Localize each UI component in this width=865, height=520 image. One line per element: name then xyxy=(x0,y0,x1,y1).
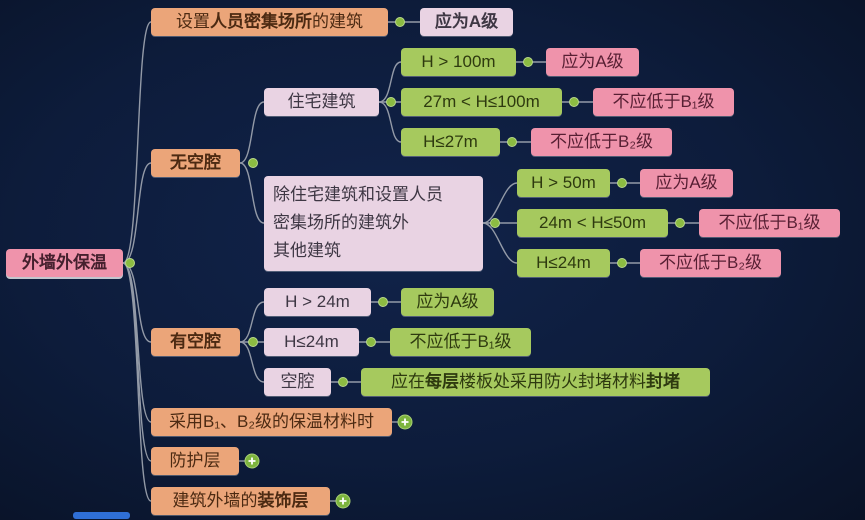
connector-dot[interactable] xyxy=(617,178,627,188)
horizontal-scrollbar[interactable] xyxy=(73,512,130,519)
expand-icon[interactable] xyxy=(335,493,351,509)
node-other-req-2[interactable]: 不应低于B₂级 xyxy=(640,249,781,277)
node-other-cond-1[interactable]: 24m < H≤50m xyxy=(517,209,668,237)
node-res-cond-0[interactable]: H > 100m xyxy=(401,48,516,76)
node-text-bold: 每层 xyxy=(425,372,459,391)
node-res-cond-2[interactable]: H≤27m xyxy=(401,128,500,156)
node-no-cavity[interactable]: 无空腔 xyxy=(151,149,240,177)
node-cavity-req-0[interactable]: 应为A级 xyxy=(401,288,494,316)
connector-dot[interactable] xyxy=(338,377,348,387)
node-res-req-0[interactable]: 应为A级 xyxy=(546,48,639,76)
connector-dot[interactable] xyxy=(248,158,258,168)
node-decorative-layer[interactable]: 建筑外墙的装饰层 xyxy=(151,487,330,515)
connector-dot[interactable] xyxy=(366,337,376,347)
connector-dot[interactable] xyxy=(675,218,685,228)
connector-dots[interactable] xyxy=(125,17,685,387)
node-res-cond-1[interactable]: 27m < H≤100m xyxy=(401,88,562,116)
connector-dot[interactable] xyxy=(386,97,396,107)
connector-dot[interactable] xyxy=(523,57,533,67)
connector-dot[interactable] xyxy=(248,337,258,347)
node-cavity-req-1[interactable]: 不应低于B₁级 xyxy=(390,328,531,356)
node-text: 的建筑 xyxy=(312,12,363,31)
node-other-cond-2[interactable]: H≤24m xyxy=(517,249,610,277)
node-dense-place-building[interactable]: 设置人员密集场所的建筑 xyxy=(151,8,388,36)
node-cavity-space-req[interactable]: 应在每层楼板处采用防火封堵材料封堵 xyxy=(361,368,710,396)
node-text-bold: 装饰层 xyxy=(257,491,309,510)
expand-icons[interactable] xyxy=(244,414,413,509)
connector-dot[interactable] xyxy=(569,97,579,107)
node-text: 应在 xyxy=(391,372,425,391)
node-text: 楼板处采用防火封堵材料 xyxy=(459,372,646,391)
connector-dot[interactable] xyxy=(617,258,627,268)
node-residential[interactable]: 住宅建筑 xyxy=(264,88,379,116)
node-res-req-2[interactable]: 不应低于B₂级 xyxy=(531,128,672,156)
node-text: 设置 xyxy=(176,12,210,31)
expand-icon[interactable] xyxy=(397,414,413,430)
expand-icon[interactable] xyxy=(244,453,260,469)
connector-dot[interactable] xyxy=(507,137,517,147)
node-other-cond-0[interactable]: H > 50m xyxy=(517,169,610,197)
node-res-req-1[interactable]: 不应低于B₁级 xyxy=(593,88,734,116)
node-cavity-cond-0[interactable]: H > 24m xyxy=(264,288,371,316)
connector-dot[interactable] xyxy=(125,258,135,268)
node-cavity-cond-1[interactable]: H≤24m xyxy=(264,328,359,356)
node-protective-layer[interactable]: 防护层 xyxy=(151,447,239,475)
node-text-bold: 人员密集场所 xyxy=(210,12,312,31)
node-with-cavity[interactable]: 有空腔 xyxy=(151,328,240,356)
node-b1b2-materials[interactable]: 采用B₁、B₂级的保温材料时 xyxy=(151,408,392,436)
node-root[interactable]: 外墙外保温 xyxy=(6,249,123,277)
connector-dot[interactable] xyxy=(395,17,405,27)
node-other-req-1[interactable]: 不应低于B₁级 xyxy=(699,209,840,237)
node-text: 建筑外墙的 xyxy=(172,491,258,510)
connector-dot[interactable] xyxy=(378,297,388,307)
node-other-req-0[interactable]: 应为A级 xyxy=(640,169,733,197)
node-text-bold: 封堵 xyxy=(646,372,680,391)
connector-dot[interactable] xyxy=(490,218,500,228)
node-dense-place-result[interactable]: 应为A级 xyxy=(420,8,513,36)
node-other-buildings[interactable]: 除住宅建筑和设置人员 密集场所的建筑外 其他建筑 xyxy=(264,176,483,271)
node-cavity-space[interactable]: 空腔 xyxy=(264,368,331,396)
